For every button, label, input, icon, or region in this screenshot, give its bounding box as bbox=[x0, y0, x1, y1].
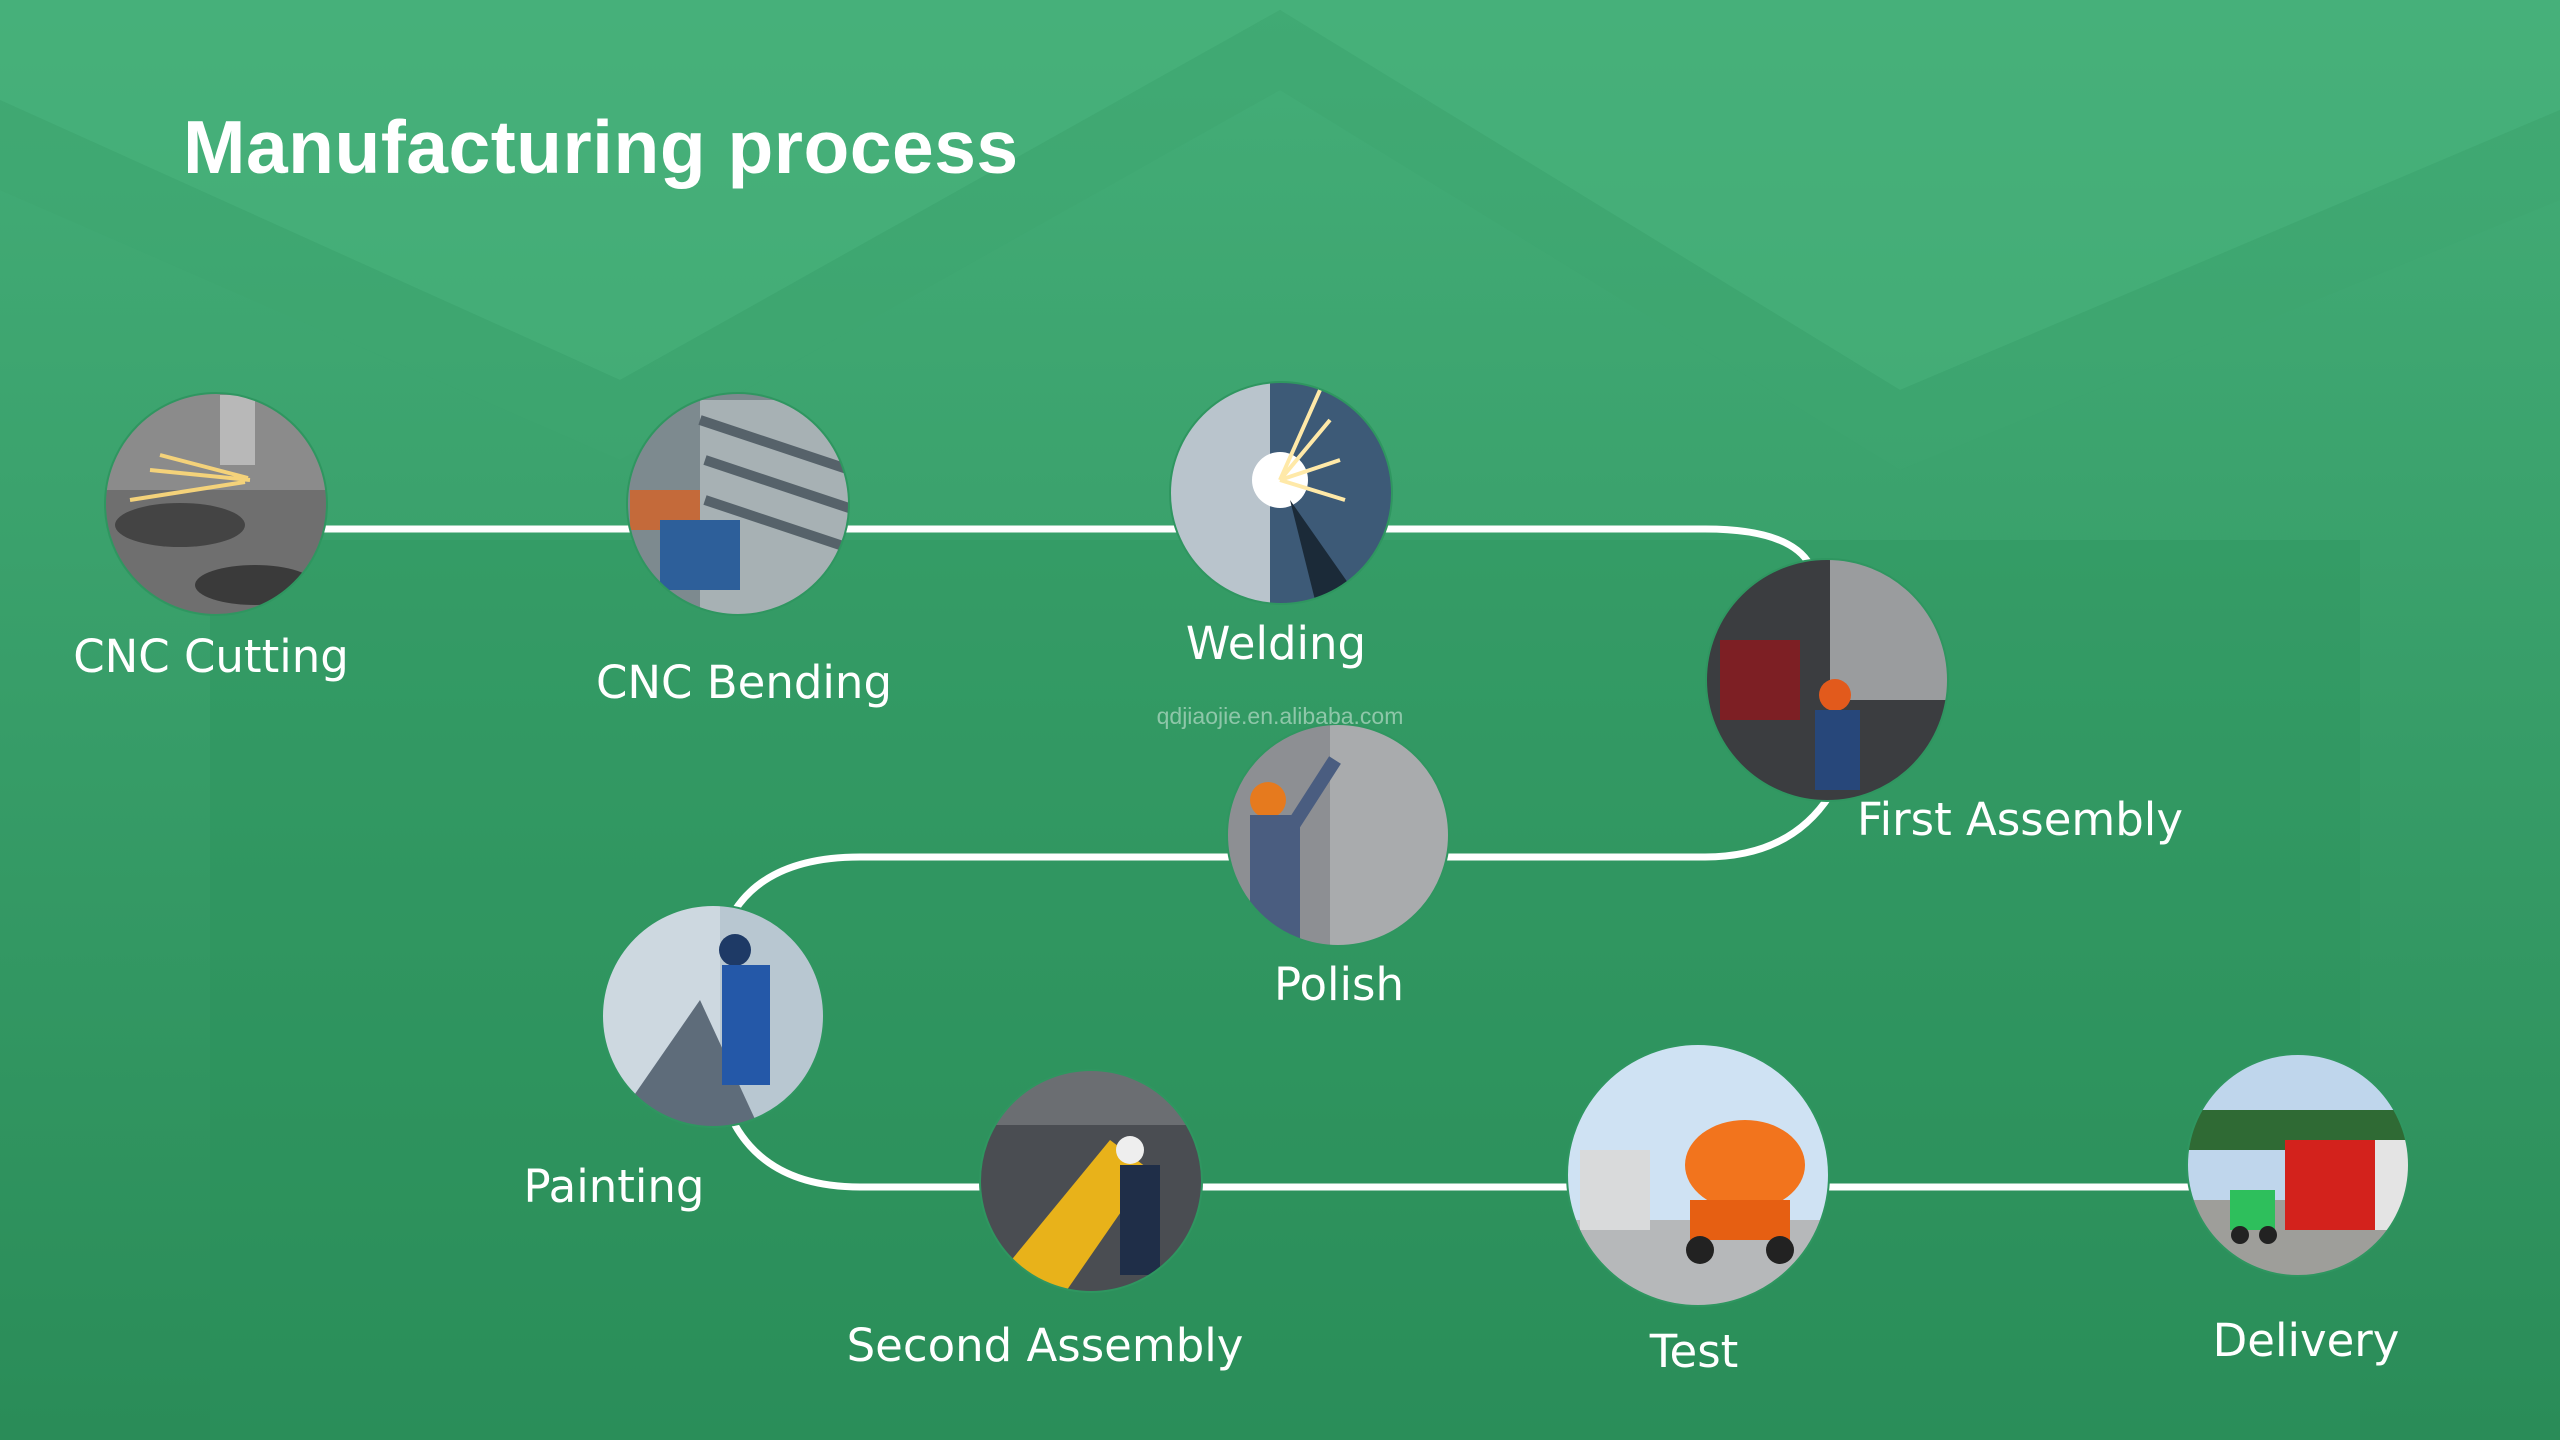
step-label-second-assembly: Second Assembly bbox=[846, 1319, 1244, 1372]
watermark: qdjiaojie.en.alibaba.com bbox=[1156, 703, 1404, 729]
step-label-welding: Welding bbox=[1185, 617, 1367, 670]
step-label-first-assembly: First Assembly bbox=[1857, 793, 2183, 846]
step-photo-first-assembly bbox=[1706, 559, 1948, 801]
step-photo-test bbox=[1567, 1044, 1829, 1306]
step-photo-delivery bbox=[2187, 1054, 2409, 1276]
page-title: Manufacturing process bbox=[183, 105, 1019, 189]
step-photo-cnc-bending bbox=[627, 393, 849, 615]
step-label-painting: Painting bbox=[523, 1160, 705, 1213]
step-label-polish: Polish bbox=[1273, 958, 1405, 1011]
step-photo-second-assembly bbox=[980, 1070, 1202, 1292]
step-photo-welding bbox=[1170, 382, 1392, 604]
step-label-cnc-bending: CNC Bending bbox=[595, 656, 893, 709]
step-photo-polish bbox=[1227, 724, 1449, 946]
step-label-cnc-cutting: CNC Cutting bbox=[73, 630, 349, 683]
step-label-test: Test bbox=[1649, 1325, 1739, 1378]
step-label-delivery: Delivery bbox=[2212, 1314, 2400, 1367]
